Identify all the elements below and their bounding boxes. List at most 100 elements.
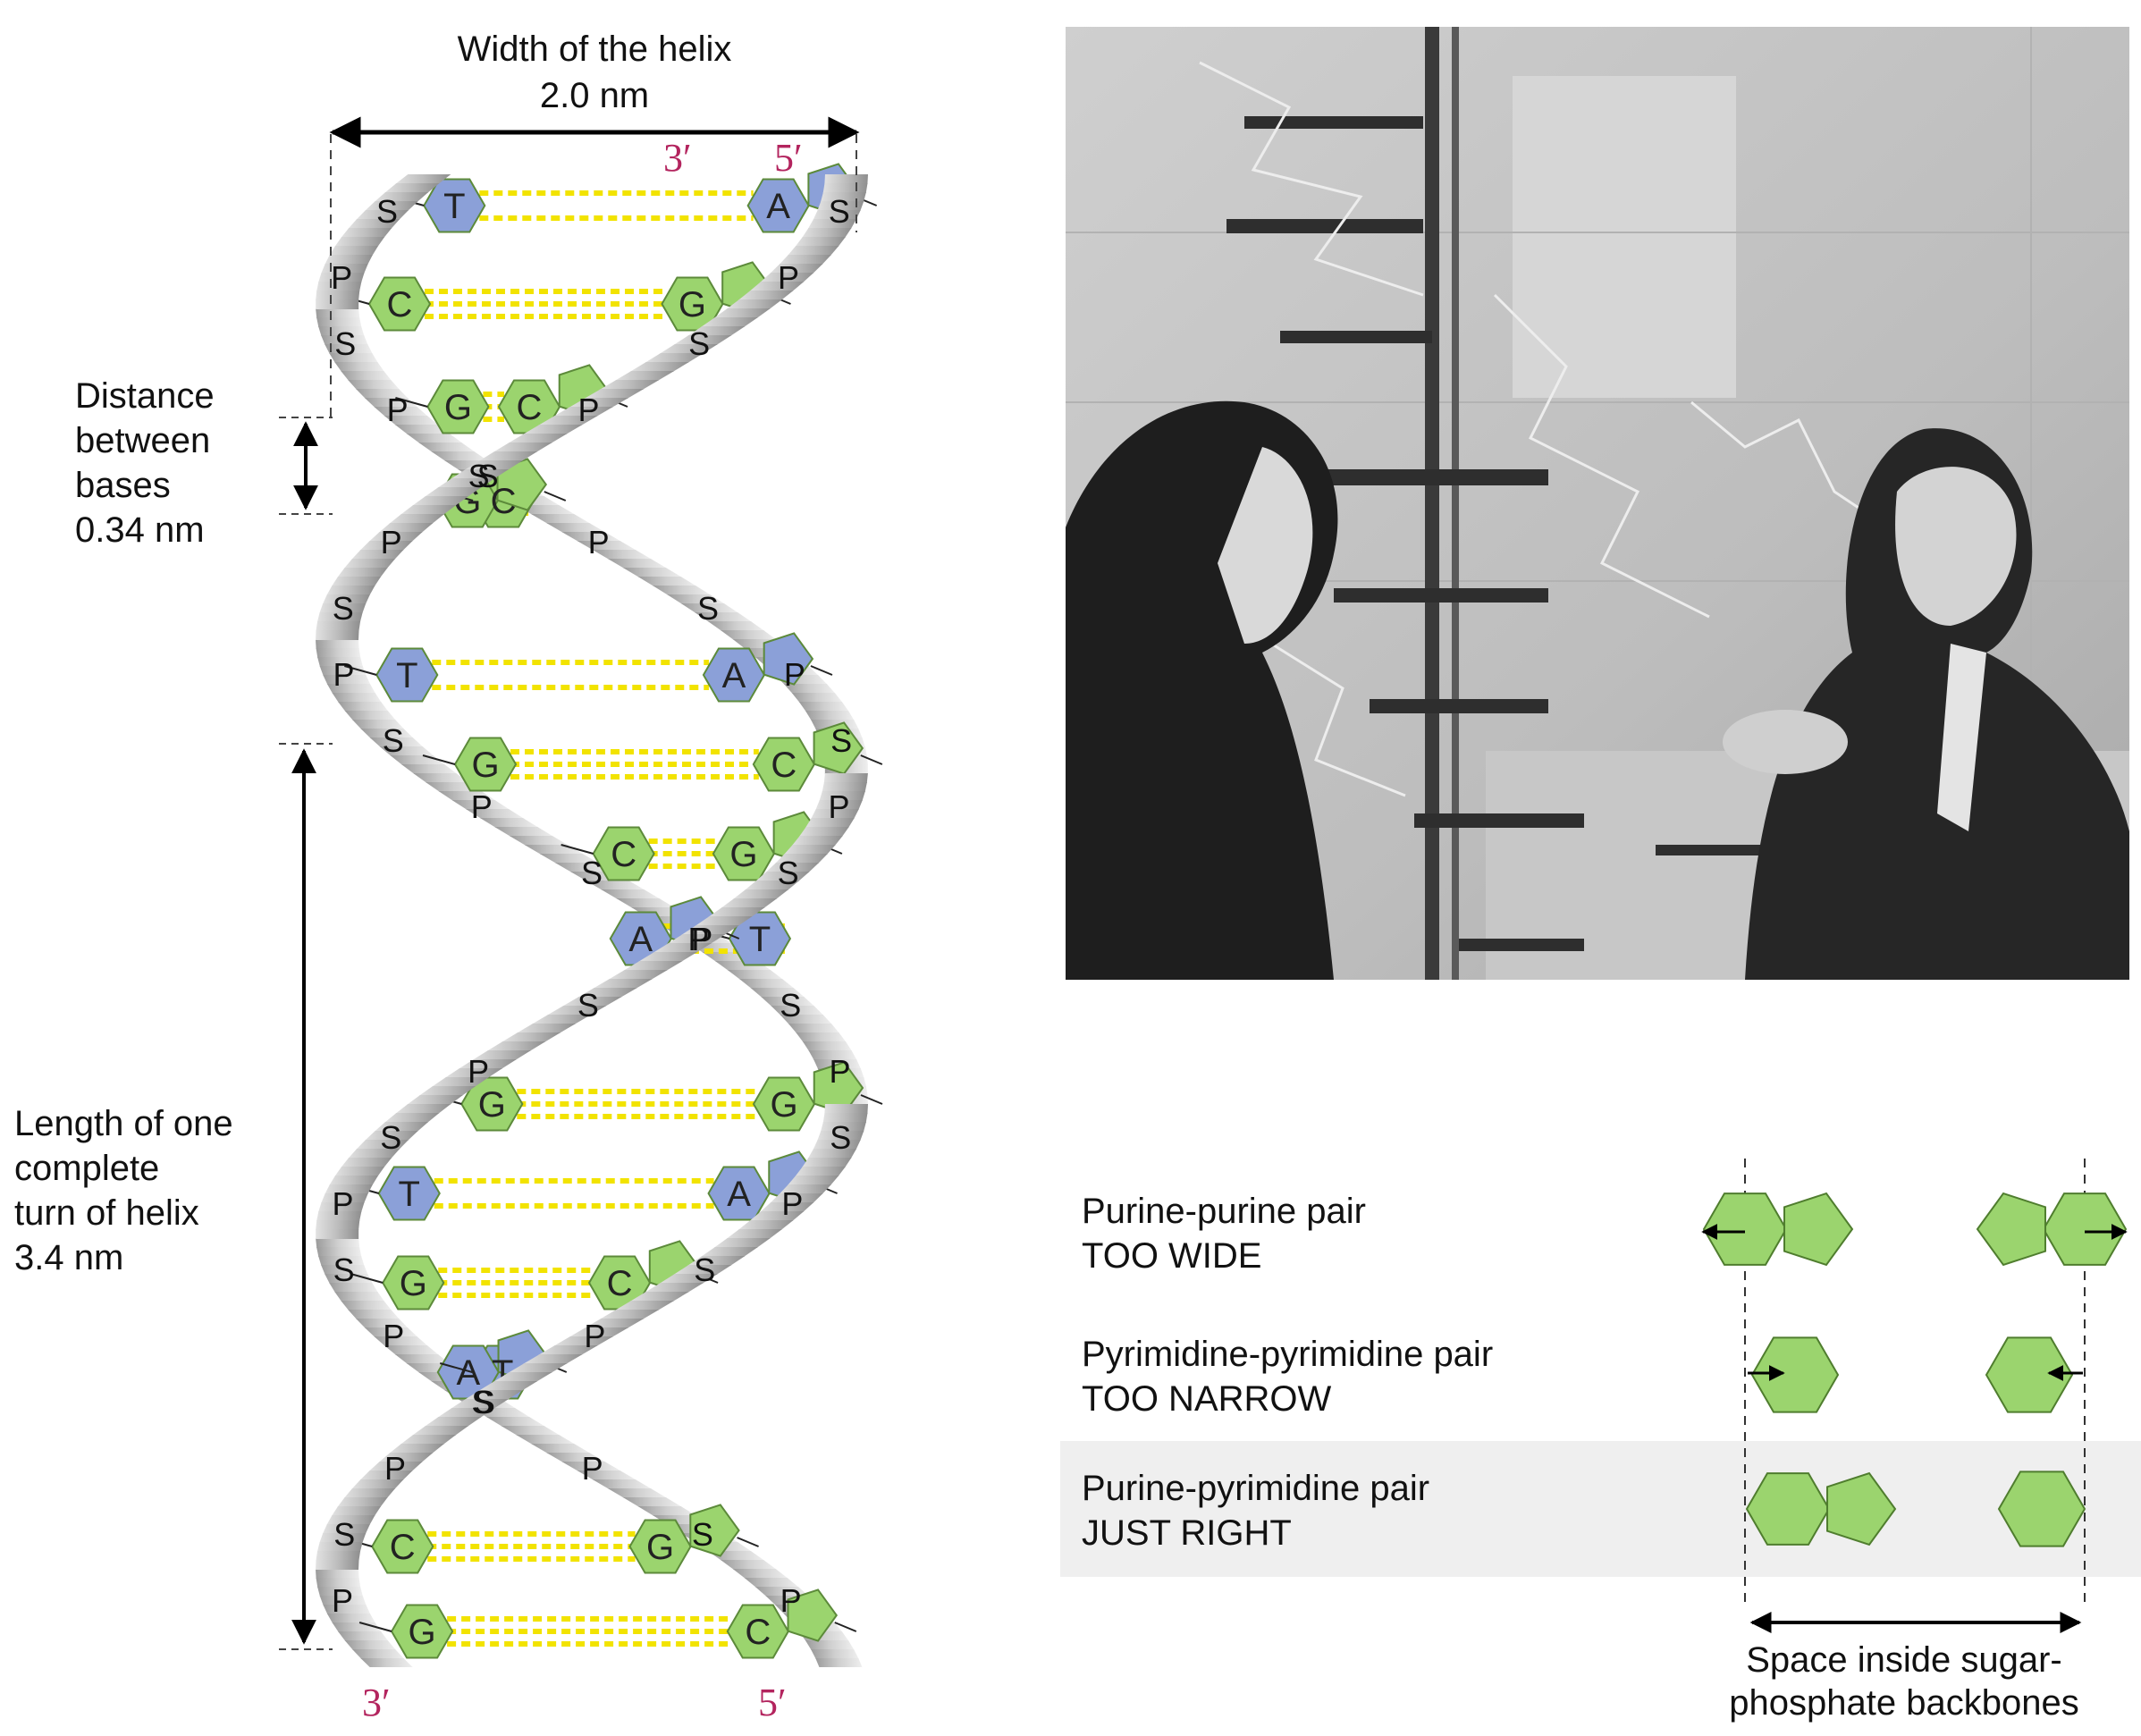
photo-model-wire-frame xyxy=(1199,61,1889,797)
backbone-segment xyxy=(374,192,429,202)
sugar-label: S xyxy=(474,1384,495,1420)
backbone-segment xyxy=(687,326,746,336)
backbone-segment xyxy=(437,478,495,488)
backbone-segment xyxy=(673,1265,732,1275)
backbone-segment xyxy=(494,827,554,837)
base-right-letter: A xyxy=(722,656,746,695)
sugar-link xyxy=(544,491,567,501)
backbone-segment xyxy=(344,711,396,721)
phosphate-label: P xyxy=(829,788,850,825)
backbone-segment xyxy=(645,353,704,363)
backbone-segment xyxy=(332,693,382,703)
backbone-segment xyxy=(400,505,457,515)
purine-pyrimidine-title: Purine-pyrimidine pair xyxy=(1082,1469,1430,1508)
backbone-segment xyxy=(616,898,676,908)
backbone-segment xyxy=(316,1211,362,1221)
sugar-label: S xyxy=(688,325,710,362)
pyrimidine-pyrimidine-title: Pyrimidine-pyrimidine pair xyxy=(1082,1335,1494,1374)
backbone-segment xyxy=(501,1426,561,1436)
backbone-segment xyxy=(637,1506,697,1516)
backbone-segment xyxy=(321,335,368,345)
backbone-segment xyxy=(437,1408,495,1418)
backbone-segment xyxy=(413,773,470,783)
backbone-segment xyxy=(316,612,363,622)
phosphate-label: P xyxy=(333,1185,354,1222)
backbone-segment xyxy=(822,1113,868,1123)
backbone-segment xyxy=(401,764,458,774)
backbone-segment xyxy=(444,1068,503,1078)
backbone-segment xyxy=(316,1220,360,1230)
backbone-segment xyxy=(451,800,510,810)
base-right-letter: C xyxy=(607,1264,633,1303)
backbone-segment xyxy=(798,702,849,712)
backbone-segment xyxy=(384,1113,440,1123)
backbone-segment xyxy=(378,1453,434,1462)
backbone-segment xyxy=(493,1372,552,1382)
backbone-segment xyxy=(341,371,392,381)
phosphate-label: P xyxy=(578,392,600,428)
sugar-link xyxy=(810,665,833,676)
backbone-segment xyxy=(360,729,414,738)
space-label-line-2: phosphate backbones xyxy=(1729,1683,2079,1723)
backbone-segment xyxy=(700,317,758,327)
backbone-segment xyxy=(750,988,805,998)
phosphate-label: P xyxy=(830,1053,851,1090)
backbone-segment xyxy=(389,514,445,524)
sugar-label: S xyxy=(694,1251,715,1288)
backbone-segment xyxy=(316,639,359,649)
backbone-segment xyxy=(593,979,653,989)
backbone-segment xyxy=(326,1515,375,1525)
sugar-label: S xyxy=(692,1516,713,1553)
backbone-segment xyxy=(431,451,489,461)
backbone-segment xyxy=(374,407,428,417)
backbone-segment xyxy=(329,1176,379,1185)
just-right-purine-hexagon xyxy=(1745,1472,1831,1546)
backbone-segment xyxy=(807,219,857,229)
sugar-label: S xyxy=(333,590,354,627)
base-left-letter: C xyxy=(491,482,517,521)
base-pair: CG xyxy=(435,458,567,528)
phosphate-label: P xyxy=(582,1450,603,1487)
backbone-segment xyxy=(400,1435,457,1445)
phosphate-label: P xyxy=(778,259,799,296)
phosphate-label: P xyxy=(471,788,493,825)
backbone-segment xyxy=(608,970,668,980)
sugar-link xyxy=(439,1362,473,1373)
backbone-segment xyxy=(622,568,683,577)
backbone-segment xyxy=(343,559,396,569)
backbone-segment xyxy=(780,1015,832,1024)
base-right-letter: C xyxy=(745,1613,771,1652)
backbone-segment xyxy=(791,693,843,703)
backbone-segment xyxy=(805,1640,855,1650)
backbone-segment xyxy=(599,380,660,390)
backbone-segment xyxy=(614,1301,675,1310)
backbone-segment xyxy=(788,1176,839,1185)
backbone-segment xyxy=(808,1050,857,1060)
backbone-segment xyxy=(522,425,583,434)
backbone-segment xyxy=(407,1095,463,1105)
backbone-segment xyxy=(348,1149,400,1159)
backbone-segment xyxy=(754,1587,810,1597)
backbone-segment xyxy=(321,264,368,274)
backbone-segment xyxy=(783,684,836,694)
backbone-segment xyxy=(466,809,525,819)
backbone-segment xyxy=(316,1560,359,1570)
backbone-segment xyxy=(791,836,843,846)
backbone-segment xyxy=(341,1301,392,1310)
backbone-segment xyxy=(805,711,855,721)
backbone-segment xyxy=(817,1131,864,1141)
backbone-segment xyxy=(341,1158,392,1167)
backbone-segment xyxy=(561,1462,622,1471)
photograph-watson-crick-model xyxy=(1066,27,2129,980)
sugar-label: S xyxy=(697,590,719,627)
base-right-letter: A xyxy=(628,920,653,959)
phosphate-label: P xyxy=(468,1053,489,1090)
base-right-letter: G xyxy=(770,1085,797,1125)
